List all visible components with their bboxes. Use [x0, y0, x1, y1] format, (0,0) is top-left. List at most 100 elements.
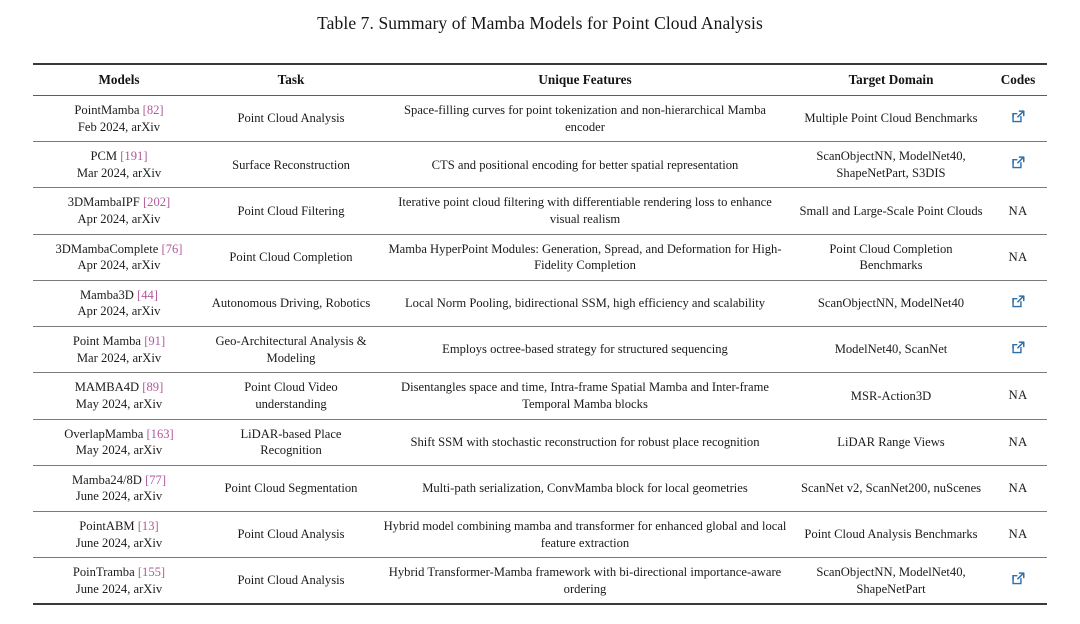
cell-model: PCM [191]Mar 2024, arXiv [33, 141, 205, 189]
cell-model: 3DMambaIPF [202]Apr 2024, arXiv [33, 187, 205, 235]
external-link-icon[interactable] [1011, 340, 1026, 355]
table-caption: Table 7. Summary of Mamba Models for Poi… [0, 0, 1080, 34]
cell-task: Autonomous Driving, Robotics [205, 280, 377, 328]
cell-task: Surface Reconstruction [205, 141, 377, 189]
citation-reference[interactable]: [191] [120, 149, 148, 164]
cell-unique-features: Hybrid Transformer-Mamba framework with … [377, 557, 793, 606]
cell-unique-features: CTS and positional encoding for better s… [377, 141, 793, 189]
cell-code[interactable] [989, 280, 1047, 328]
citation-reference[interactable]: [163] [146, 426, 174, 441]
model-date: June 2024, arXiv [75, 581, 163, 596]
model-name: Mamba24/8D [77] [39, 472, 199, 489]
cell-code: NA [989, 234, 1047, 281]
cell-unique-features: Hybrid model combining mamba and transfo… [377, 511, 793, 559]
citation-reference[interactable]: [77] [145, 472, 167, 487]
citation-reference[interactable]: [76] [161, 241, 183, 256]
model-name: PCM [191] [39, 148, 199, 165]
cell-code: NA [989, 465, 1047, 512]
cell-code: NA [989, 419, 1047, 466]
column-header-codes: Codes [989, 63, 1047, 96]
cell-target-domain: ScanNet v2, ScanNet200, nuScenes [793, 465, 989, 512]
table-container: Models Task Unique Features Target Domai… [33, 63, 1047, 606]
model-date: May 2024, arXiv [75, 443, 163, 458]
model-name: MAMBA4D [89] [39, 379, 199, 396]
cell-code[interactable] [989, 557, 1047, 606]
model-date: May 2024, arXiv [75, 396, 163, 411]
cell-unique-features: Employs octree-based strategy for struct… [377, 326, 793, 374]
model-name-text: Mamba3D [79, 287, 134, 302]
cell-model: MAMBA4D [89]May 2024, arXiv [33, 372, 205, 420]
mamba-models-summary-table: Models Task Unique Features Target Domai… [33, 63, 1047, 606]
model-name-text: Mamba24/8D [71, 472, 142, 487]
cell-model: 3DMambaComplete [76]Apr 2024, arXiv [33, 234, 205, 281]
model-name-text: PCM [90, 149, 118, 164]
cell-model: OverlapMamba [163]May 2024, arXiv [33, 419, 205, 466]
model-name: OverlapMamba [163] [39, 426, 199, 443]
cell-model: Mamba24/8D [77]June 2024, arXiv [33, 465, 205, 512]
code-not-available-label: NA [1008, 480, 1028, 495]
citation-reference[interactable]: [91] [144, 334, 166, 349]
cell-code[interactable] [989, 326, 1047, 374]
cell-model: Mamba3D [44]Apr 2024, arXiv [33, 280, 205, 328]
model-name: PointABM [13] [39, 518, 199, 535]
cell-model: Point Mamba [91]Mar 2024, arXiv [33, 326, 205, 374]
cell-unique-features: Multi-path serialization, ConvMamba bloc… [377, 465, 793, 512]
cell-target-domain: Small and Large-Scale Point Clouds [793, 187, 989, 235]
citation-reference[interactable]: [82] [142, 103, 164, 117]
citation-reference[interactable]: [44] [137, 287, 158, 302]
model-name-text: MAMBA4D [74, 380, 140, 395]
model-date: Apr 2024, arXiv [77, 304, 161, 319]
cell-code: NA [989, 372, 1047, 420]
citation-reference[interactable]: [202] [142, 195, 171, 210]
model-name: Mamba3D [44] [39, 287, 199, 304]
external-link-icon[interactable] [1011, 155, 1026, 170]
citation-reference[interactable]: [89] [142, 380, 164, 395]
cell-task: LiDAR-based Place Recognition [205, 419, 377, 466]
model-name-text: PointMamba [74, 103, 140, 117]
external-link-icon[interactable] [1011, 294, 1026, 309]
table-header-row: Models Task Unique Features Target Domai… [33, 63, 1047, 96]
cell-task: Point Cloud Completion [205, 234, 377, 281]
cell-target-domain: Point Cloud Completion Benchmarks [793, 234, 989, 281]
model-name-text: 3DMambaIPF [67, 195, 140, 210]
citation-reference[interactable]: [155] [137, 565, 166, 580]
model-name-text: OverlapMamba [64, 426, 144, 441]
model-date: Mar 2024, arXiv [76, 350, 162, 365]
cell-target-domain: ModelNet40, ScanNet [793, 326, 989, 374]
external-link-icon[interactable] [1011, 571, 1026, 586]
model-date: June 2024, arXiv [75, 489, 163, 504]
model-date: Mar 2024, arXiv [76, 165, 162, 180]
model-name: PointMamba [82] [39, 102, 199, 119]
code-not-available-label: NA [1008, 249, 1028, 264]
cell-model: PointMamba [82]Feb 2024, arXiv [33, 95, 205, 143]
cell-task: Point Cloud Analysis [205, 95, 377, 143]
model-name: 3DMambaComplete [76] [39, 241, 199, 258]
cell-target-domain: ScanObjectNN, ModelNet40 [793, 280, 989, 328]
cell-code: NA [989, 187, 1047, 235]
table-head: Models Task Unique Features Target Domai… [33, 63, 1047, 96]
cell-target-domain: LiDAR Range Views [793, 419, 989, 466]
cell-unique-features: Iterative point cloud filtering with dif… [377, 187, 793, 235]
model-date: Apr 2024, arXiv [77, 258, 161, 273]
cell-task: Point Cloud Video understanding [205, 372, 377, 420]
column-header-task: Task [205, 63, 377, 96]
citation-reference[interactable]: [13] [137, 518, 159, 533]
cell-code[interactable] [989, 95, 1047, 143]
cell-task: Point Cloud Analysis [205, 557, 377, 606]
model-date: Feb 2024, arXiv [77, 119, 161, 134]
cell-code[interactable] [989, 141, 1047, 189]
external-link-icon[interactable] [1011, 109, 1026, 124]
cell-target-domain: ScanObjectNN, ModelNet40, ShapeNetPart [793, 557, 989, 606]
cell-target-domain: MSR-Action3D [793, 372, 989, 420]
cell-model: PointABM [13]June 2024, arXiv [33, 511, 205, 559]
cell-unique-features: Disentangles space and time, Intra-frame… [377, 372, 793, 420]
